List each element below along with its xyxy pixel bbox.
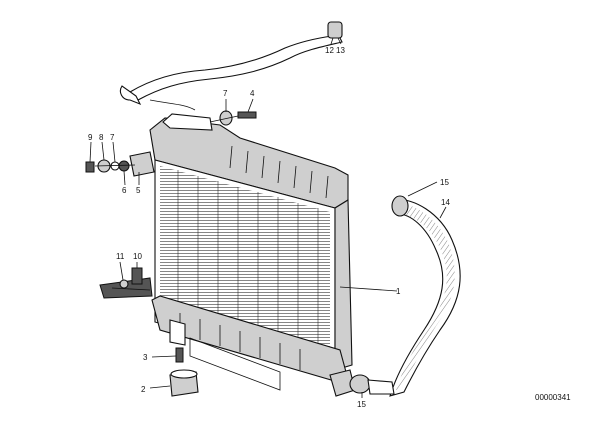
hose-clamp-15-top xyxy=(391,195,409,217)
callout-10: 10 xyxy=(133,252,142,261)
callout-6: 6 xyxy=(122,186,127,195)
rubber-mount-assembly xyxy=(169,347,199,397)
callout-2: 2 xyxy=(141,385,146,394)
callout-9: 9 xyxy=(88,133,93,142)
callout-4: 4 xyxy=(250,89,255,98)
callout-14: 14 xyxy=(441,198,450,207)
washer-6 xyxy=(118,160,130,172)
callout-labels: 1 2 3 4 5 6 7 7 8 9 10 11 12 13 14 15 15 xyxy=(88,46,450,409)
radiator-side-tank xyxy=(334,199,353,371)
overflow-hose xyxy=(119,21,343,111)
bolt-4 xyxy=(237,111,257,119)
callout-12: 12 xyxy=(325,46,334,55)
callout-13: 13 xyxy=(336,46,345,55)
radiator xyxy=(99,113,356,397)
seal-7 xyxy=(110,161,120,171)
callout-7-top: 7 xyxy=(223,89,228,98)
callout-leaders xyxy=(89,37,447,398)
bolt-assembly-top xyxy=(209,110,257,126)
seal-11 xyxy=(119,279,129,289)
drain-plug-10 xyxy=(131,267,143,285)
stud-3 xyxy=(175,347,184,363)
drain-plug-assembly xyxy=(111,267,151,291)
reference-number: 00000341 xyxy=(535,393,571,402)
callout-11: 11 xyxy=(116,252,125,261)
radiator-hose xyxy=(349,195,461,397)
callout-1: 1 xyxy=(396,287,401,296)
callout-7-left: 7 xyxy=(110,133,115,142)
callout-3: 3 xyxy=(143,353,148,362)
callout-5: 5 xyxy=(136,186,141,195)
nut-9 xyxy=(85,161,95,173)
hose-clip-top xyxy=(327,21,343,39)
callout-15-top: 15 xyxy=(440,178,449,187)
switch-5 xyxy=(129,151,155,177)
callout-8: 8 xyxy=(99,133,104,142)
callout-15-bottom: 15 xyxy=(357,400,366,409)
temp-switch-assembly xyxy=(85,151,155,177)
hose-clamp-15-bottom xyxy=(349,374,371,394)
radiator-filler-neck xyxy=(162,113,213,131)
